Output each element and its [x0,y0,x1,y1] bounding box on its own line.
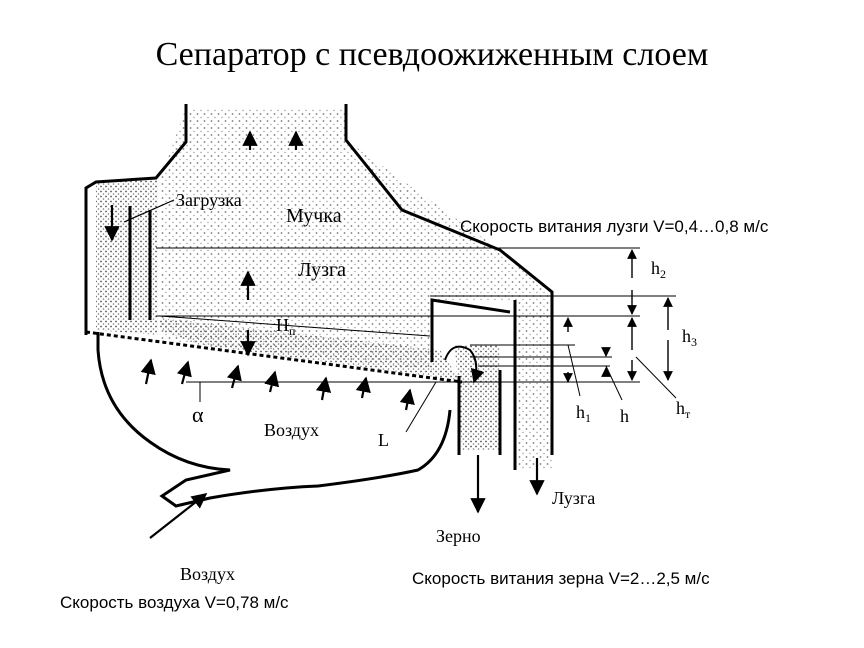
note-husk-speed: Скорость витания лузги V=0,4…0,8 м/с [460,217,769,236]
label-grain-out: Зерно [436,526,481,546]
perforated-grid [85,330,463,384]
label-H: Hп [276,315,296,338]
label-air-in: Воздух [180,564,235,584]
dimension-marks [563,249,673,383]
note-grain-speed: Скорость витания зерна V=2…2,5 м/с [412,569,710,588]
label-flour: Мучка [286,205,342,227]
note-air-speed: Скорость воздуха V=0,78 м/с [60,593,289,612]
page-title: Сепаратор с псевдоожиженным слоем [155,36,709,73]
flour-particles [160,108,552,470]
label-h: h [620,406,629,426]
dimension-leaders [199,344,677,433]
outlet-walls [430,298,517,470]
flow-arrows [104,130,545,539]
label-alpha: α [192,402,204,427]
label-loading: Загрузка [176,190,242,210]
loading-pointer [123,199,175,223]
curved-flow-arrow [444,345,485,384]
inlet-partition [128,206,152,320]
label-h1: h1 [576,402,591,425]
bed-particles [160,318,460,380]
label-ht: hт [676,398,691,421]
label-husk-out: Лузга [552,488,595,508]
label-h2: h2 [651,258,666,281]
label-husk-layer: Лузга [298,259,346,281]
label-air-inside: Воздух [264,420,319,440]
label-h3: h3 [682,326,697,349]
separator-housing [84,104,554,508]
grain-outlet-particles [455,345,500,450]
label-L: L [378,430,389,450]
